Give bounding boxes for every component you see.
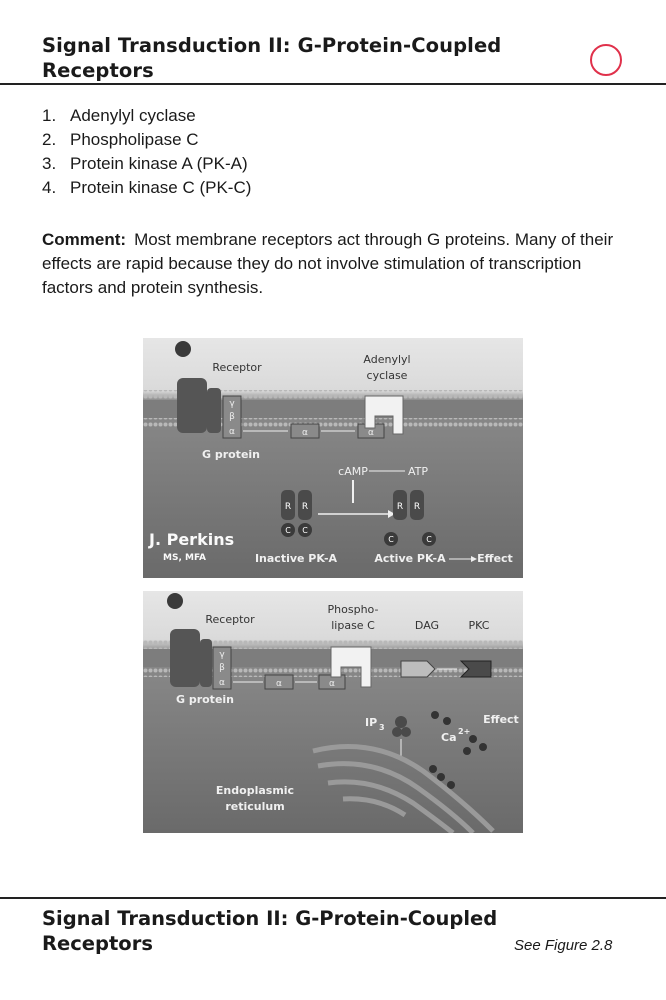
- list-text: Phospholipase C: [70, 130, 199, 149]
- ip3-subscript: 3: [379, 723, 385, 732]
- g-protein-label: G protein: [176, 693, 234, 706]
- alpha-label: α: [302, 428, 308, 438]
- artist-credentials: MS, MFA: [163, 553, 206, 563]
- list-item: 2. Phospholipase C: [42, 128, 251, 152]
- beta-label: β: [219, 663, 225, 673]
- adenylyl-cyclase-label: Adenylyl: [363, 353, 410, 366]
- see-figure-reference: See Figure 2.8: [514, 937, 613, 954]
- footer-divider: [0, 897, 666, 899]
- page-title: Signal Transduction II: G-Protein-Couple…: [42, 34, 502, 82]
- effect-label: Effect: [477, 552, 513, 565]
- list-item: 1. Adenylyl cyclase: [42, 104, 251, 128]
- regulatory-subunit-label: R: [397, 502, 403, 512]
- list-item: 3. Protein kinase A (PK-A): [42, 152, 251, 176]
- list-item: 4. Protein kinase C (PK-C): [42, 176, 251, 200]
- list-number: 4.: [42, 178, 57, 197]
- receptor-label: Receptor: [205, 613, 255, 626]
- figure-phospholipase-c-pathway: γ β α α α G protein IP 3 Ca 2+ Effect: [143, 591, 523, 833]
- g-protein-shape: [212, 646, 232, 690]
- figure-adenylyl-cyclase-pathway: γ β α α α G protein cAMP ATP R R C C R R: [143, 338, 523, 578]
- alpha-label: α: [219, 678, 225, 688]
- phospholipase-c-shape: [330, 646, 372, 688]
- alpha-label: α: [329, 679, 335, 689]
- comment-text: Most membrane receptors act through G pr…: [42, 230, 614, 297]
- regulatory-subunit-label: R: [285, 502, 291, 512]
- inactive-pka-label: Inactive PK-A: [255, 552, 338, 565]
- footer-title: Signal Transduction II: G-Protein-Couple…: [42, 907, 498, 955]
- comment-label: Comment:: [42, 230, 127, 249]
- ligand-icon: [175, 341, 191, 357]
- g-protein-label: G protein: [202, 448, 260, 461]
- gamma-label: γ: [229, 399, 235, 409]
- catalytic-subunit-label: C: [426, 535, 432, 544]
- calcium-label: Ca: [441, 731, 457, 744]
- ligand-icon: [167, 593, 183, 609]
- adenylyl-cyclase-label: cyclase: [367, 369, 408, 382]
- effect-label: Effect: [483, 713, 519, 726]
- header-divider: [0, 83, 666, 85]
- endoplasmic-reticulum-label: reticulum: [225, 800, 284, 813]
- catalytic-subunit-label: C: [302, 526, 308, 535]
- catalytic-subunit-label: C: [285, 526, 291, 535]
- beta-label: β: [229, 412, 235, 422]
- endoplasmic-reticulum-shape: [312, 744, 495, 833]
- adenylyl-cyclase-shape: [364, 395, 404, 435]
- artist-signature: J. Perkins: [148, 530, 234, 549]
- pkc-shape: [459, 660, 492, 678]
- alpha-label: α: [368, 428, 374, 438]
- alpha-label: α: [229, 427, 235, 437]
- catalytic-subunit-label: C: [388, 535, 394, 544]
- comment-paragraph: Comment:Most membrane receptors act thro…: [42, 228, 632, 300]
- phospholipase-c-label: lipase C: [331, 619, 375, 632]
- endoplasmic-reticulum-label: Endoplasmic: [216, 784, 294, 797]
- list-text: Adenylyl cyclase: [70, 106, 196, 125]
- answer-list: 1. Adenylyl cyclase 2. Phospholipase C 3. P…: [42, 104, 251, 200]
- list-number: 2.: [42, 130, 57, 149]
- regulatory-subunit-label: R: [302, 502, 308, 512]
- list-number: 3.: [42, 154, 57, 173]
- list-text: Protein kinase A (PK-A): [70, 154, 248, 173]
- receptor-label: Receptor: [212, 361, 262, 374]
- dag-shape: [400, 660, 436, 678]
- atp-label: ATP: [408, 465, 428, 478]
- receptor-shape: [170, 629, 200, 687]
- gamma-label: γ: [219, 650, 225, 660]
- ip3-label: IP: [365, 716, 377, 729]
- pkc-label: PKC: [469, 619, 490, 632]
- phospholipase-c-label: Phospho-: [328, 603, 379, 616]
- alpha-label: α: [276, 679, 282, 689]
- circle-marker-icon: [590, 44, 622, 76]
- g-protein-shape: [222, 395, 242, 439]
- receptor-shape: [177, 378, 207, 433]
- list-text: Protein kinase C (PK-C): [70, 178, 252, 197]
- active-pka-label: Active PK-A: [374, 552, 446, 565]
- dag-label: DAG: [415, 619, 439, 632]
- regulatory-subunit-label: R: [414, 502, 420, 512]
- calcium-superscript: 2+: [458, 727, 470, 736]
- list-number: 1.: [42, 106, 57, 125]
- camp-label: cAMP: [338, 465, 368, 478]
